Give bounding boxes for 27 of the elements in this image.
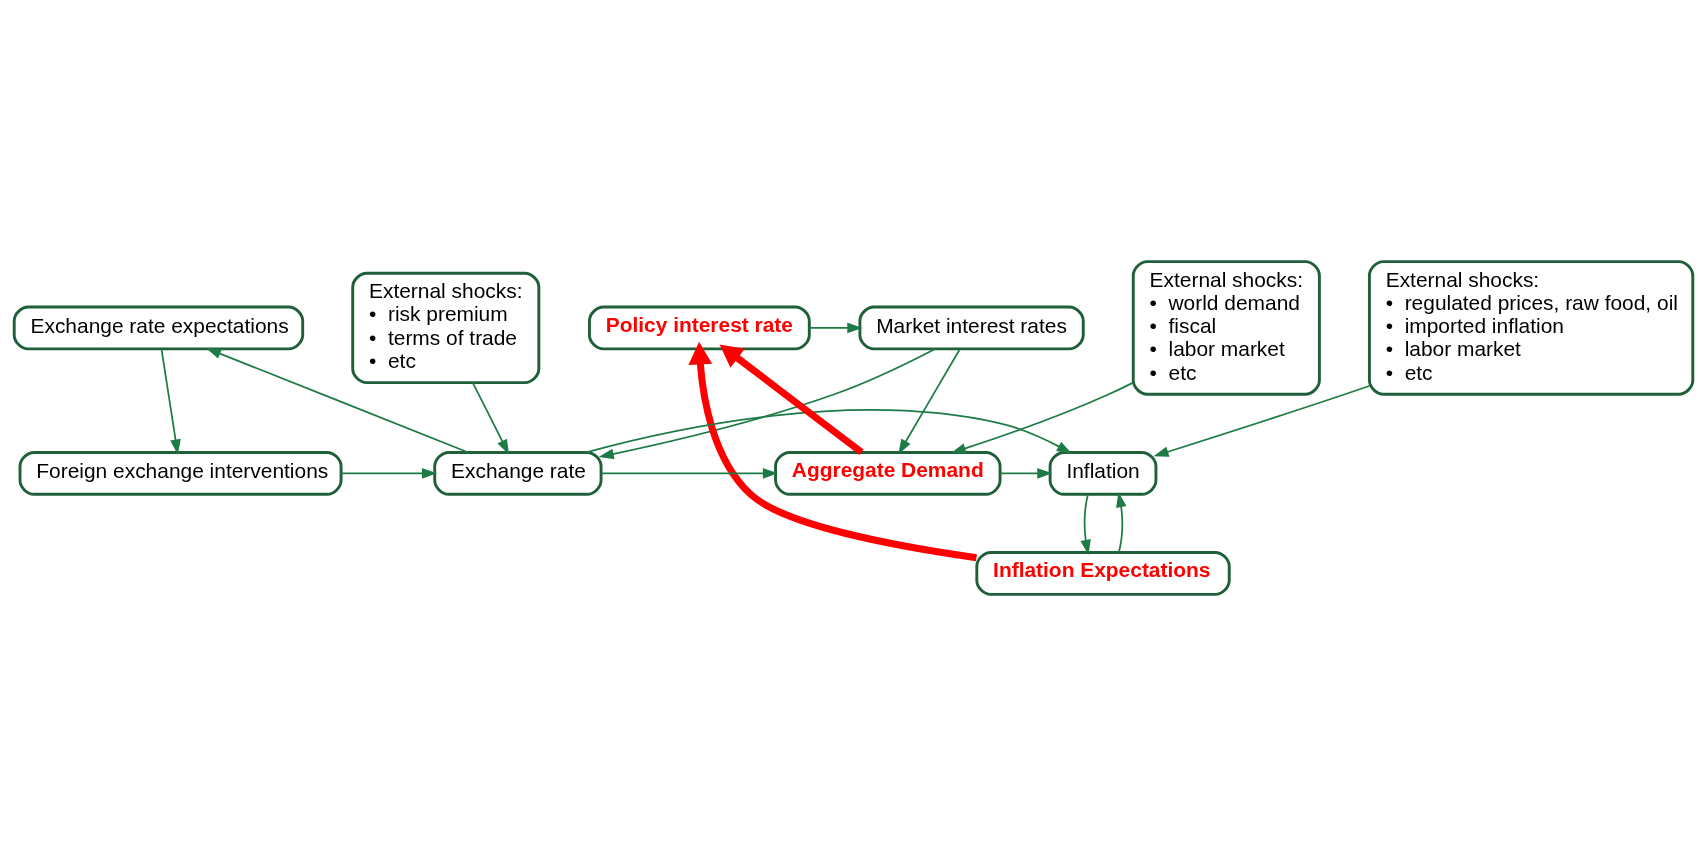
arrow: [598, 347, 936, 459]
node-box: External shocks: • regulated prices, raw food, oil • imported inflation • labor market • etc: [1367, 259, 1695, 396]
node-box: Aggregate Demand: [774, 450, 1002, 496]
node-box: Policy interest rate: [588, 305, 811, 350]
arrow: [471, 381, 509, 455]
node-box: Foreign exchange interventions: [18, 450, 343, 496]
arrow: [1116, 491, 1127, 553]
arrow: [898, 347, 961, 454]
node-box: Inflation Expectations: [975, 550, 1231, 596]
node-box: Inflation: [1048, 450, 1158, 496]
node-box: Exchange rate expectations: [12, 305, 305, 350]
arrow: [808, 322, 863, 333]
node-box: External shocks: • risk premium • terms of trade • etc: [351, 271, 541, 384]
arrow: [1080, 493, 1091, 555]
arrow: [950, 381, 1134, 453]
arrow: [999, 467, 1053, 479]
arrow: [719, 343, 864, 455]
node-box: Market interest rates: [858, 305, 1085, 350]
node-box: Exchange rate: [433, 450, 603, 496]
arrow: [160, 347, 181, 455]
arrow: [340, 467, 438, 479]
arrow: [1153, 384, 1371, 457]
node-box: External shocks: • world demand • fiscal • labor market • etc: [1131, 259, 1321, 396]
arrow: [600, 467, 778, 479]
arrow: [206, 347, 469, 453]
arrow: [688, 341, 977, 561]
arrow: [585, 408, 1072, 454]
